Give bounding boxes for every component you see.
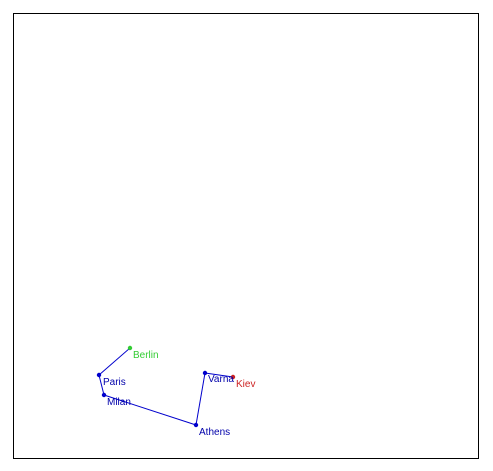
city-label-berlin: Berlin bbox=[133, 350, 159, 361]
segment-berlin-to-paris bbox=[98, 347, 131, 376]
city-label-kiev: Kiev bbox=[236, 379, 255, 390]
city-label-varna: Varna bbox=[208, 374, 234, 385]
city-node-paris bbox=[96, 372, 102, 378]
city-node-varna bbox=[202, 370, 208, 376]
segment-paris-to-milan bbox=[98, 374, 105, 396]
route-segments bbox=[98, 347, 234, 426]
city-label-athens: Athens bbox=[199, 427, 230, 438]
city-node-athens bbox=[193, 422, 199, 428]
segment-athens-to-varna bbox=[195, 372, 206, 426]
city-label-paris: Paris bbox=[103, 377, 126, 388]
city-node-kiev bbox=[230, 374, 236, 380]
route-nodes bbox=[96, 345, 236, 428]
segment-varna-to-kiev bbox=[204, 372, 234, 378]
city-node-berlin bbox=[127, 345, 133, 351]
map-canvas-frame bbox=[13, 13, 479, 459]
segment-milan-to-athens bbox=[103, 394, 197, 426]
city-node-milan bbox=[101, 392, 107, 398]
city-label-milan: Milan bbox=[107, 397, 131, 408]
